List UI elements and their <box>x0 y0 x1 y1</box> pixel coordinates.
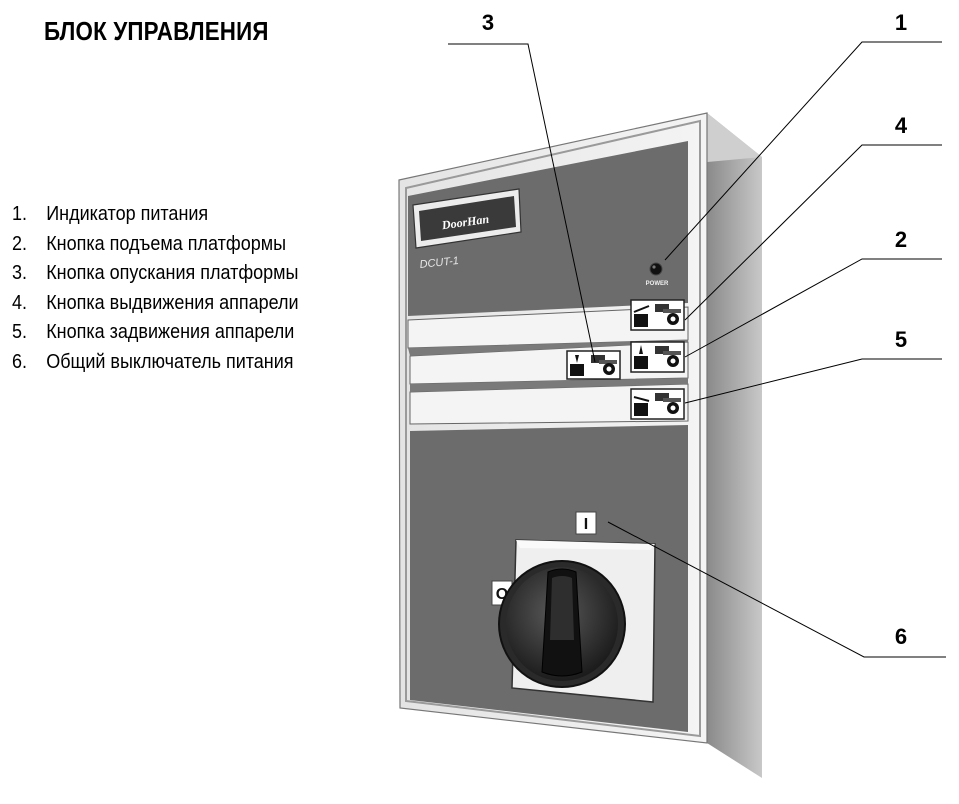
callout-5: 5 <box>895 327 907 352</box>
legend-number: 2. <box>12 232 28 255</box>
leader-line-4 <box>684 144 942 321</box>
callout-2: 2 <box>895 227 907 252</box>
main-power-switch <box>498 539 656 703</box>
enclosure-side <box>707 113 762 778</box>
callout-3: 3 <box>482 10 494 35</box>
legend-item: 2. Кнопка подъема платформы <box>12 230 299 260</box>
leader-line-6 <box>607 521 946 658</box>
callout-4: 4 <box>895 113 908 138</box>
power-label: POWER <box>646 281 669 287</box>
legend-item: 5. Кнопка задвижения аппарели <box>12 318 299 348</box>
callout-6: 6 <box>895 624 907 649</box>
legend-number: 6. <box>12 350 28 373</box>
leader-line-2 <box>684 258 942 358</box>
legend-number: 4. <box>12 291 28 314</box>
model-text: DCUT-1 <box>419 255 459 271</box>
legend-text: Кнопка задвижения аппарели <box>46 321 295 343</box>
upper-panel <box>408 141 688 316</box>
legend-text: Кнопка подъема платформы <box>46 232 287 255</box>
retract-ramp-button <box>630 388 685 420</box>
legend-number: 3. <box>12 262 28 284</box>
front-border <box>405 119 701 738</box>
legend-number: 1. <box>12 203 28 225</box>
logo-text: DoorHan <box>440 212 490 233</box>
page-title: БЛОК УПРАВЛЕНИЯ <box>44 16 269 46</box>
legend-text: Индикатор питания <box>46 203 209 225</box>
power-indicator <box>649 262 663 276</box>
legend-text: Кнопка выдвижения аппарели <box>46 291 299 314</box>
legend-item: 6. Общий выключатель питания <box>12 348 299 378</box>
svg-text:I: I <box>584 516 588 533</box>
legend-text: Общий выключатель питания <box>46 350 294 373</box>
leader-line-5 <box>684 358 942 404</box>
leader-line-1 <box>664 41 942 261</box>
legend-text: Кнопка опускания платформы <box>46 262 299 284</box>
callout-1: 1 <box>895 10 907 35</box>
switch-on-mark <box>575 511 597 535</box>
legend-item: 1. Индикатор питания <box>12 200 299 230</box>
leader-line-3 <box>448 43 596 363</box>
platform-up-button <box>630 341 685 373</box>
legend-item: 4. Кнопка выдвижения аппарели <box>12 289 299 319</box>
legend-list: 1. Индикатор питания 2. Кнопка подъема пла… <box>12 200 330 377</box>
extend-ramp-button <box>630 299 685 331</box>
legend-number: 5. <box>12 321 28 343</box>
legend-item: 3. Кнопка опускания платформы <box>12 259 299 289</box>
platform-down-button <box>566 350 621 380</box>
